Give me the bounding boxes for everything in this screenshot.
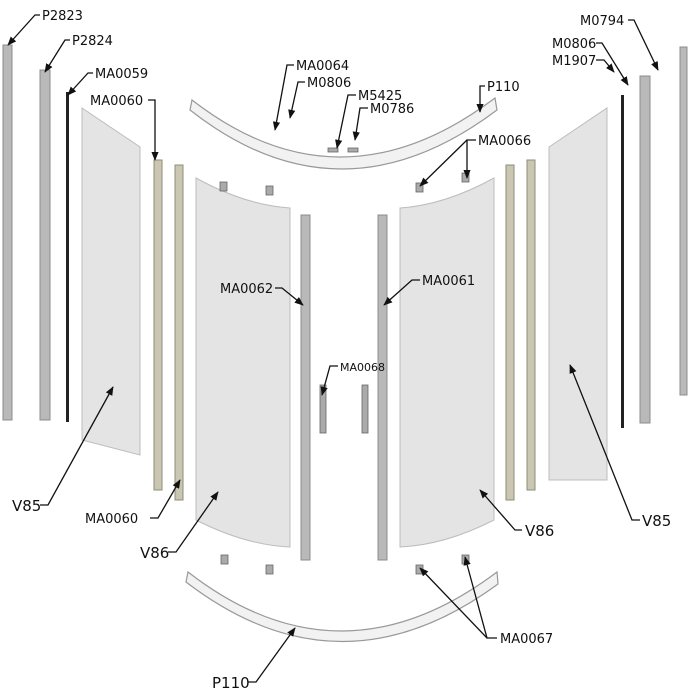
roller-ma0067 xyxy=(220,554,229,565)
label-v86-right: V86 xyxy=(525,522,554,540)
label-ma0062: MA0062 xyxy=(220,282,273,297)
glass-panel-v85-left xyxy=(81,107,141,456)
label-p110-bottom: P110 xyxy=(212,674,250,692)
label-ma0060-bottom: MA0060 xyxy=(85,512,138,527)
roller-ma0066 xyxy=(461,172,470,183)
label-ma0059: MA0059 xyxy=(95,67,148,82)
label-m0806-right: M0806 xyxy=(552,37,596,52)
label-v85-right: V85 xyxy=(642,512,671,530)
roller-ma0066 xyxy=(219,181,228,192)
seal-ma0059 xyxy=(66,92,69,422)
label-p2824: P2824 xyxy=(72,34,113,49)
label-ma0060-top: MA0060 xyxy=(90,94,143,109)
profile-p2823 xyxy=(2,44,13,421)
label-m1907: M1907 xyxy=(552,54,596,69)
part-m5425 xyxy=(327,147,339,153)
profile-right-inner xyxy=(639,75,651,424)
seal-ma0060-b xyxy=(174,164,184,501)
label-m5425: M5425 xyxy=(358,89,402,104)
seal-right-b xyxy=(526,159,536,491)
magnet-strip-ma0061 xyxy=(377,214,388,561)
label-m0806-top: M0806 xyxy=(307,76,351,91)
label-v85-left: V85 xyxy=(12,497,41,515)
roller-ma0066 xyxy=(265,185,274,196)
part-m0786 xyxy=(347,147,359,153)
glass-door-v86-right xyxy=(399,177,495,548)
magnet-strip-ma0062 xyxy=(300,214,311,561)
seal-ma0060-a xyxy=(153,159,163,491)
label-ma0066: MA0066 xyxy=(478,134,531,149)
handle-ma0068-right xyxy=(361,384,369,434)
seal-right xyxy=(621,95,624,428)
glass-panel-v85-right xyxy=(548,107,608,481)
label-p2823: P2823 xyxy=(42,9,83,24)
label-ma0067: MA0067 xyxy=(500,632,553,647)
leader-lines xyxy=(7,14,659,683)
label-m0786: M0786 xyxy=(370,102,414,117)
top-rail-p110 xyxy=(189,96,498,170)
bottom-rail-p110 xyxy=(185,570,499,643)
label-m0794: M0794 xyxy=(580,14,624,29)
profile-right-outer xyxy=(679,46,688,396)
label-ma0068: MA0068 xyxy=(340,361,385,374)
profile-p2824 xyxy=(39,69,51,421)
label-p110-top: P110 xyxy=(487,80,520,95)
roller-ma0067 xyxy=(265,564,274,575)
seal-right-a xyxy=(505,164,515,501)
label-ma0061: MA0061 xyxy=(422,274,475,289)
handle-ma0068-left xyxy=(319,384,327,434)
label-ma0064: MA0064 xyxy=(296,59,349,74)
label-v86-left: V86 xyxy=(140,544,169,562)
glass-door-v86-left xyxy=(195,177,291,548)
